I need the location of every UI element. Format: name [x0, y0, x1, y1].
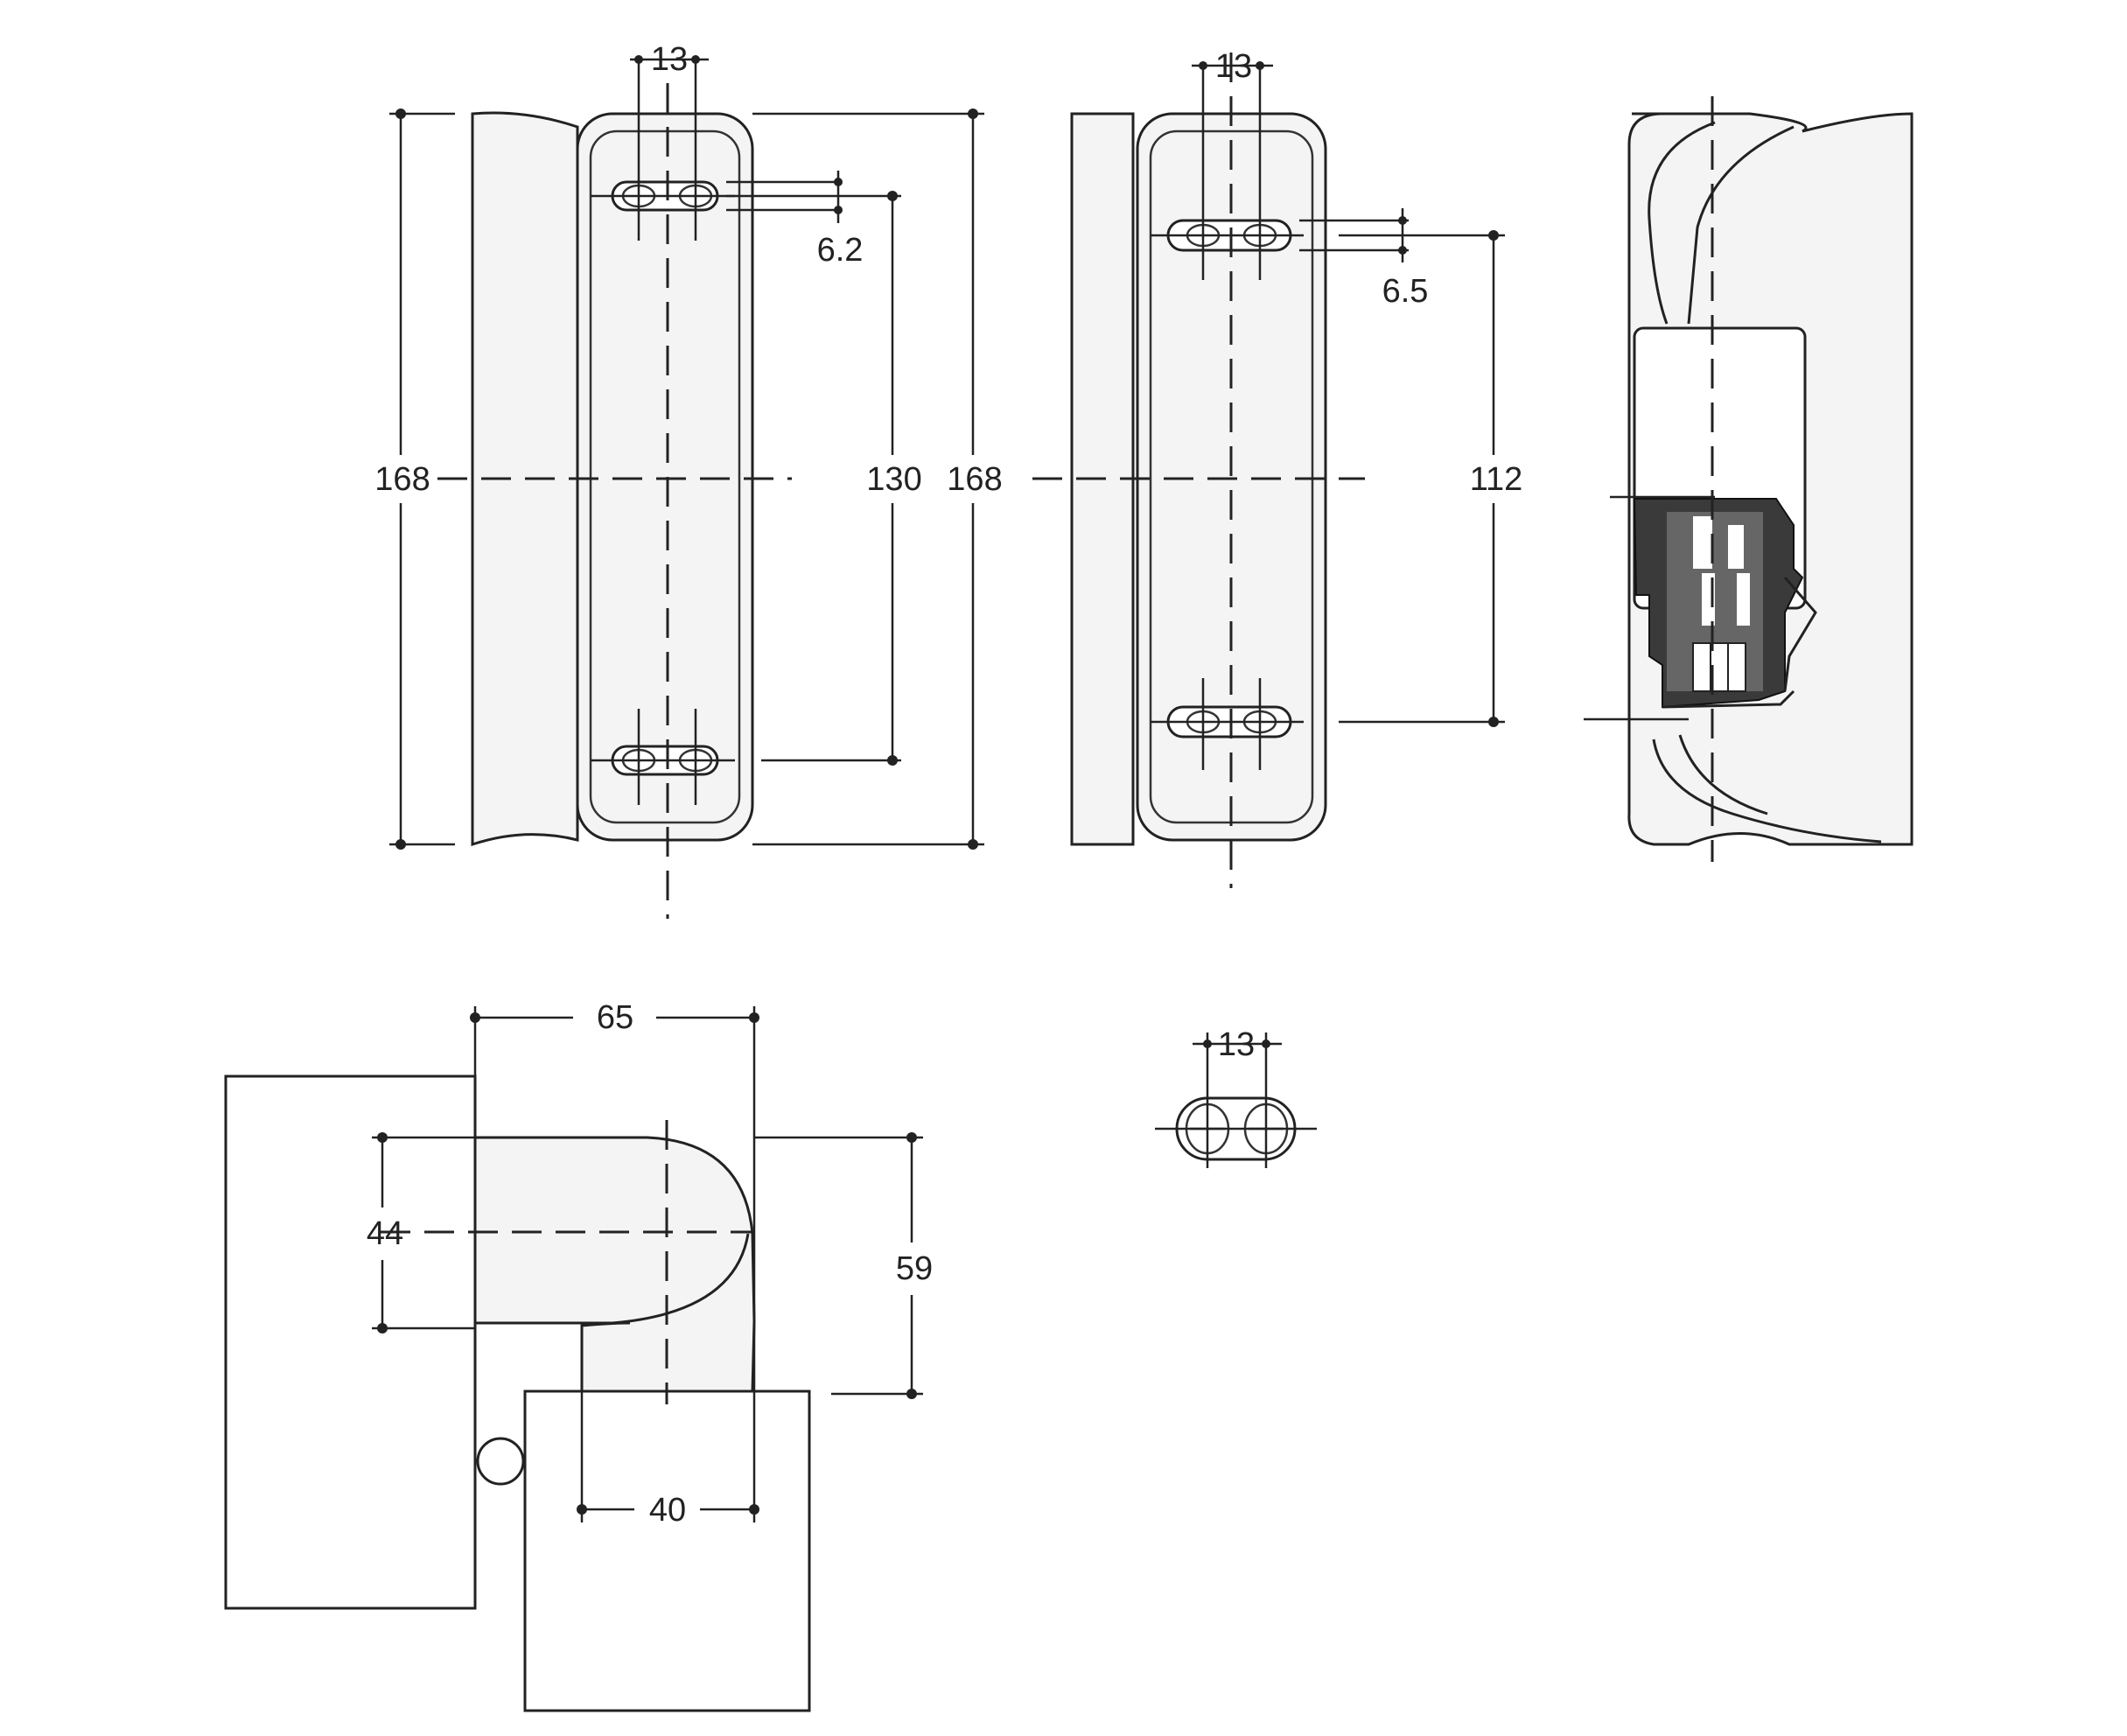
second-view: 13 6.5 112	[1032, 48, 1522, 888]
side-view-upper-arc	[1687, 125, 1795, 325]
side-view-upper-curve	[1648, 121, 1716, 325]
side-view-lower-curve	[1678, 734, 1768, 816]
front-view-slot-height-label: 6.2	[817, 232, 864, 269]
top-view: 65 44 59 40	[224, 999, 933, 1712]
side-section-view	[1584, 96, 1914, 862]
top-view-pin	[476, 1437, 525, 1486]
top-view-arm-width-label: 44	[367, 1215, 403, 1252]
side-view-lower-arc	[1652, 738, 1882, 844]
slot-detail-pitch-label: 13	[1218, 1026, 1255, 1063]
second-view-hole-spacing-label: 112	[1470, 461, 1523, 498]
front-view-hinge-plate-inner	[589, 130, 741, 824]
front-view: 13 6.2 168 130 168	[374, 41, 1003, 919]
side-view-section	[1633, 498, 1817, 709]
top-view-hinge-arm	[473, 1136, 756, 1393]
top-view-base-width-label: 40	[649, 1492, 686, 1529]
slot-detail: 13	[1155, 1026, 1317, 1168]
top-view-door-leaf	[523, 1390, 811, 1712]
front-view-hinge-plate	[576, 112, 754, 842]
front-view-slot-pitch-label: 13	[651, 41, 688, 78]
front-view-overall-height-label: 168	[374, 461, 430, 498]
top-view-depth-label: 65	[597, 999, 633, 1036]
top-view-arm-curve	[475, 1233, 750, 1325]
second-view-slot-height-label: 6.5	[1382, 273, 1429, 310]
front-view-hole-spacing-label: 130	[866, 461, 921, 498]
front-view-right-height-label: 168	[947, 461, 1002, 498]
top-view-door-frame	[224, 1074, 477, 1610]
second-view-slot-pitch-label: 13	[1215, 48, 1252, 85]
top-view-projection-label: 59	[896, 1250, 933, 1287]
